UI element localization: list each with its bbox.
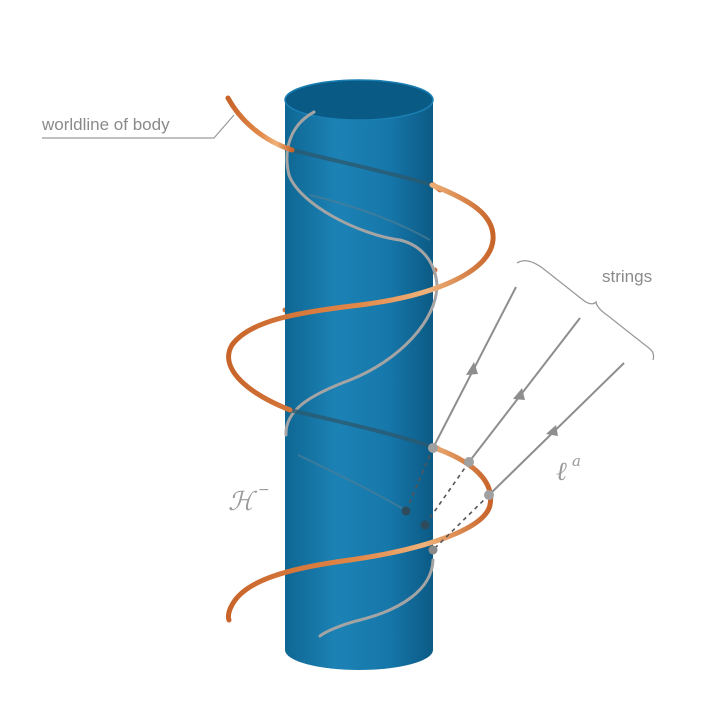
ell-symbol: ℓ [556, 457, 567, 487]
surface-grey-curve [284, 110, 439, 638]
arrow-2 [513, 388, 525, 400]
strings-group [432, 286, 625, 496]
horizon-label: ℋ − [228, 482, 270, 517]
worldline-pointer [42, 114, 235, 139]
arrow-1 [466, 362, 478, 375]
dashed-extensions [405, 447, 490, 551]
string-arrows [466, 362, 558, 436]
horizon-superscript: − [258, 482, 270, 498]
worldline-helix [225, 95, 496, 623]
ell-label: ℓ a [556, 452, 581, 487]
helix-shadow-bands [289, 148, 433, 449]
horizon-cylinder [284, 79, 434, 670]
worldline-label: worldline of body [41, 115, 170, 134]
strings-brace [516, 260, 655, 361]
string-2 [468, 317, 581, 463]
horizon-symbol: ℋ [228, 487, 258, 517]
arrow-3 [546, 425, 558, 436]
strings-label: strings [602, 267, 652, 286]
string-points [401, 443, 494, 555]
surface-grey-curve-back [297, 194, 431, 511]
ell-superscript: a [572, 452, 581, 470]
